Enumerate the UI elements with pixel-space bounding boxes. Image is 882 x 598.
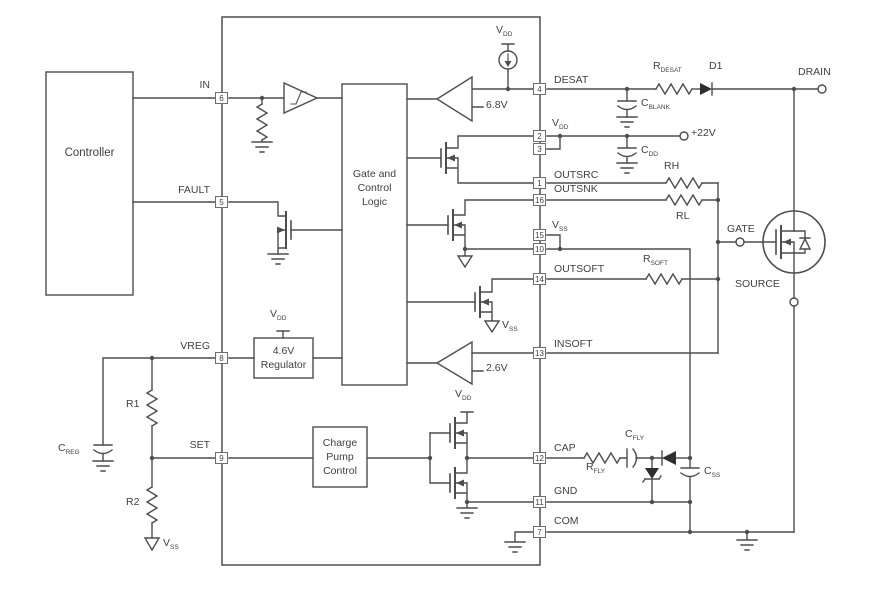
- logic-line-3: Logic: [361, 196, 388, 209]
- rl-label: RL: [676, 210, 690, 222]
- vdd-pin-label: VDD: [552, 117, 569, 131]
- desat-label: DESAT: [554, 74, 589, 86]
- vss-outsoft-label: VSS: [502, 319, 518, 333]
- pin-5-fault: 5: [215, 196, 228, 208]
- vdd-current-source-label: VDD: [496, 24, 513, 38]
- r-fly-label: RFLY: [586, 461, 606, 475]
- ref-2v6-label: 2.6V: [486, 362, 508, 374]
- vss-r2-label: VSS: [163, 537, 179, 551]
- vss-pin-label: VSS: [552, 219, 568, 233]
- pin-14-outsoft: 14: [533, 273, 546, 285]
- com-label: COM: [554, 515, 579, 527]
- pin-9-set: 9: [215, 452, 228, 464]
- vdd-regulator-label: VDD: [270, 308, 287, 322]
- outsrc-label: OUTSRC: [554, 169, 599, 181]
- charge-pump-line-1: Charge: [322, 437, 358, 449]
- d1-label: D1: [709, 60, 723, 72]
- pin-3-vdd: 3: [533, 143, 546, 155]
- fault-label: FAULT: [178, 184, 210, 196]
- pin-2-vdd: 2: [533, 130, 546, 142]
- cap-label: CAP: [554, 442, 576, 454]
- c-blank-label: CBLANK: [641, 97, 670, 111]
- regulator-line-2: Regulator: [260, 359, 307, 372]
- gnd-label: GND: [554, 485, 578, 497]
- pin-8-vreg: 8: [215, 352, 228, 364]
- regulator-line-1: 4.6V: [272, 345, 295, 357]
- c-fly-label: CFLY: [625, 428, 645, 442]
- set-label: SET: [189, 439, 210, 451]
- pin-11-gnd: 11: [533, 496, 546, 508]
- r-desat-label: RDESAT: [653, 60, 682, 74]
- pin-13-insoft: 13: [533, 347, 546, 359]
- r2-label: R2: [126, 496, 140, 508]
- pin-12-cap: 12: [533, 452, 546, 464]
- logic-line-1: Gate and: [352, 168, 397, 180]
- outsoft-label: OUTSOFT: [554, 263, 605, 275]
- in-label: IN: [199, 79, 211, 91]
- vdd-charge-pump-label: VDD: [455, 388, 472, 402]
- pin-16-outsnk: 16: [533, 194, 546, 206]
- pin-15-vss: 15: [533, 229, 546, 241]
- rh-label: RH: [664, 160, 680, 172]
- regulator-label: 4.6V Regulator: [254, 344, 313, 372]
- pin-1-outsrc: 1: [533, 177, 546, 189]
- source-terminal-label: SOURCE: [735, 278, 780, 290]
- c-reg-label: CREG: [58, 442, 80, 456]
- pin-10-vss: 10: [533, 243, 546, 255]
- gate-terminal-label: GATE: [727, 223, 755, 235]
- pin-4-desat: 4: [533, 83, 546, 95]
- controller-box-label: Controller: [64, 147, 115, 159]
- logic-line-2: Control: [357, 182, 392, 195]
- outsnk-label: OUTSNK: [554, 183, 598, 195]
- c-ss-label: CSS: [704, 465, 721, 479]
- plus22v-label: +22V: [691, 127, 716, 139]
- charge-pump-line-3: Control: [323, 465, 357, 478]
- ref-6v8-label: 6.8V: [486, 99, 508, 111]
- r1-label: R1: [126, 398, 140, 410]
- charge-pump-line-2: Pump: [326, 451, 354, 464]
- c-dd-label: CDD: [641, 144, 658, 158]
- insoft-label: INSOFT: [554, 338, 593, 350]
- pin-6-in: 6: [215, 92, 228, 104]
- vreg-label: VREG: [180, 340, 210, 352]
- pin-7-com: 7: [533, 526, 546, 538]
- drain-terminal-label: DRAIN: [798, 66, 831, 78]
- charge-pump-label: Charge Pump Control: [313, 436, 367, 479]
- gate-control-logic-label: Gate and Control Logic: [342, 167, 407, 210]
- r-soft-label: RSOFT: [643, 253, 668, 267]
